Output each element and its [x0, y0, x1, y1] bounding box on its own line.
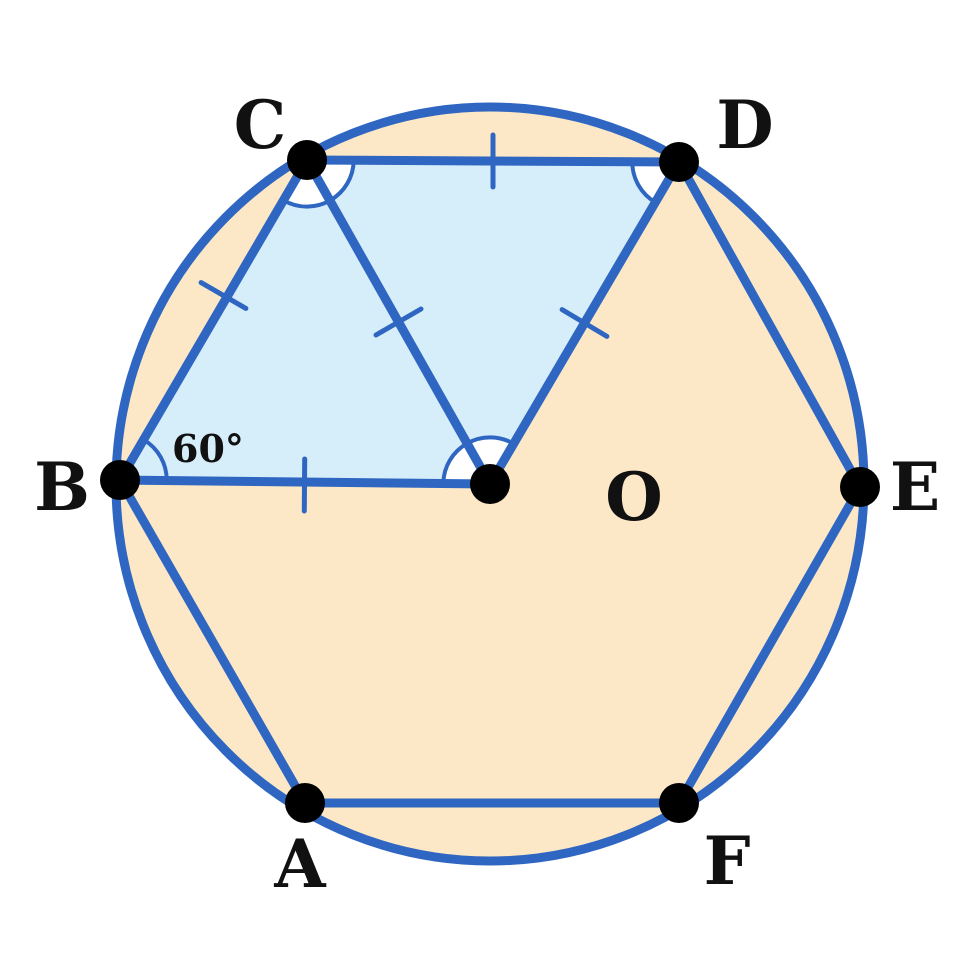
- point-c: [287, 140, 327, 180]
- side-ab: [115, 475, 310, 808]
- tick-do: [559, 307, 610, 339]
- tick-bc: [198, 280, 249, 311]
- tick-co: [373, 306, 424, 338]
- triangle-bco: [120, 160, 490, 484]
- vertex-label-f: F: [704, 822, 751, 900]
- vertex-label-c: C: [234, 86, 287, 164]
- vertex-label-e: E: [890, 448, 940, 526]
- point-a: [285, 783, 325, 823]
- point-o: [470, 464, 510, 504]
- angle-label-b: 60°: [172, 426, 244, 471]
- point-e: [840, 467, 880, 507]
- vertex-label-a: A: [273, 825, 326, 903]
- triangle-cdo: [307, 160, 679, 484]
- tick-marks: [198, 132, 610, 514]
- center-label-o: O: [605, 458, 663, 536]
- vertex-label-b: B: [34, 448, 90, 526]
- hexagon-sides: [115, 155, 865, 808]
- point-f: [659, 783, 699, 823]
- side-bc: [115, 155, 312, 485]
- vertex-points: [100, 140, 880, 823]
- vertex-label-d: D: [716, 86, 773, 164]
- side-de: [674, 157, 865, 492]
- point-d: [659, 142, 699, 182]
- point-b: [100, 460, 140, 500]
- side-ef: [674, 482, 865, 808]
